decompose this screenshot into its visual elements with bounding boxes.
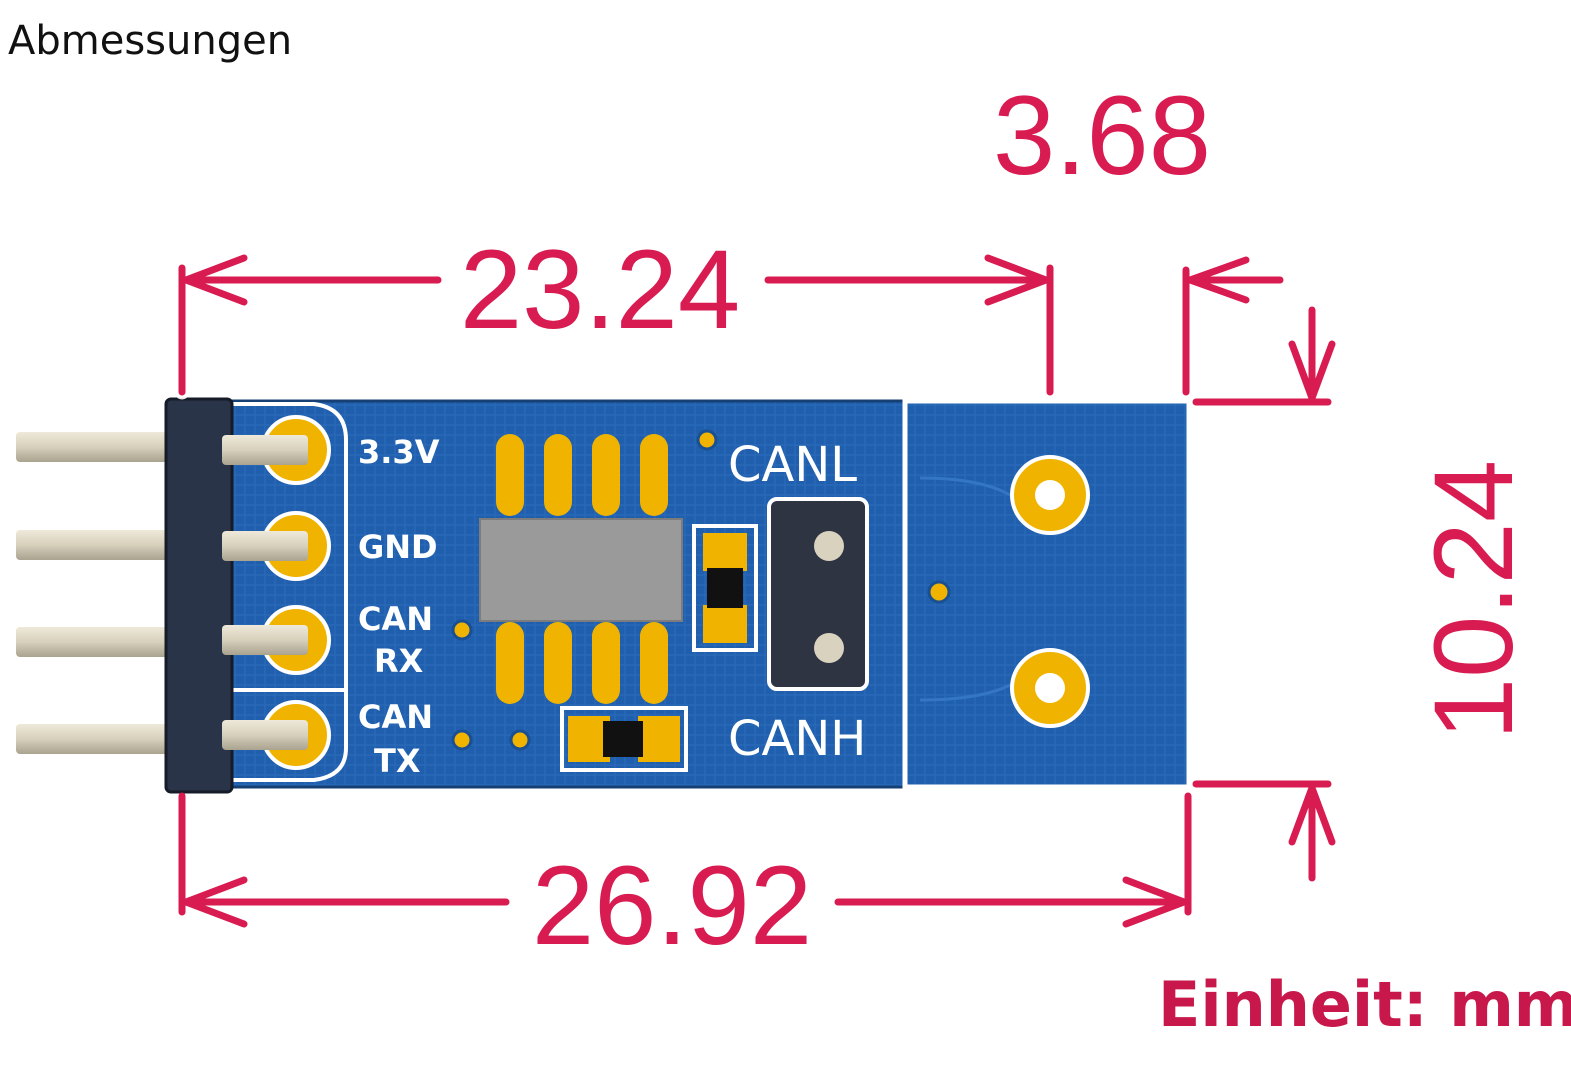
header-pin xyxy=(16,724,172,754)
pin-labels: 3.3V GND CAN RX CAN TX xyxy=(358,433,440,780)
header-pin xyxy=(16,627,172,657)
vias xyxy=(451,429,951,751)
header-pin xyxy=(16,432,172,462)
ic-body xyxy=(479,518,683,622)
pin-header-housing xyxy=(164,397,234,794)
soic-ic xyxy=(479,434,683,704)
unit-note: Einheit: mm xyxy=(1158,968,1571,1041)
header-pins xyxy=(16,432,172,754)
label-can-tx-2: TX xyxy=(374,742,421,780)
smd-resistor-vertical xyxy=(692,524,758,652)
header-pin xyxy=(16,530,172,560)
label-can-rx-1: CAN xyxy=(358,600,433,638)
page-title: Abmessungen xyxy=(8,18,293,64)
header-pads xyxy=(222,415,331,770)
dimension-overall-length: 26.92 xyxy=(178,792,1192,973)
can-jumper xyxy=(767,497,869,691)
label-canh: CANH xyxy=(728,711,866,767)
label-gnd: GND xyxy=(358,528,438,566)
smd-resistor-horizontal xyxy=(560,706,688,772)
dim-label-tab-offset: 3.68 xyxy=(993,73,1211,198)
dimension-tab-offset: 3.68 xyxy=(988,68,1336,406)
label-can-tx-1: CAN xyxy=(358,698,433,736)
dim-label-board-width: 23.24 xyxy=(460,227,740,352)
dimension-board-width: 23.24 xyxy=(174,222,1058,400)
tab-pads xyxy=(1010,455,1090,728)
dim-label-overall-length: 26.92 xyxy=(532,843,812,968)
dimension-board-height: 10.24 xyxy=(1192,455,1541,882)
dim-label-board-height: 10.24 xyxy=(1411,460,1536,740)
label-3v3: 3.3V xyxy=(358,433,440,471)
label-can-rx-2: RX xyxy=(374,642,424,680)
label-canl: CANL xyxy=(728,437,857,493)
